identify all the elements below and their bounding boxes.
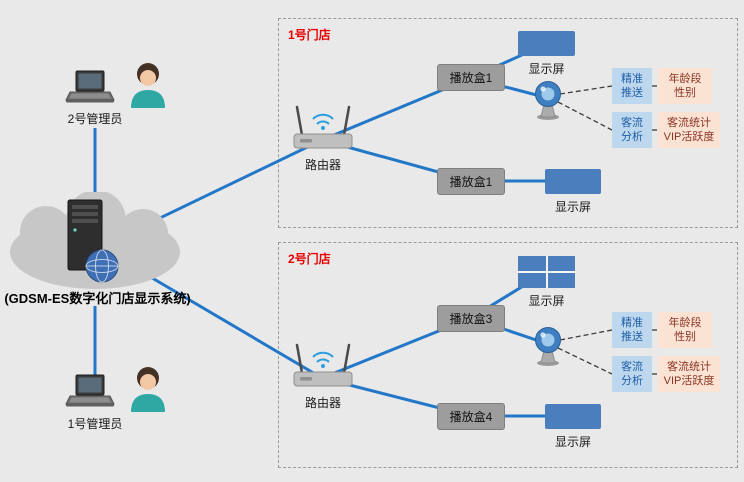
display-label: 显示屏 (554, 200, 591, 214)
flow-result-tag: 客流统计 VIP活跃度 (658, 112, 720, 148)
display-cell (547, 256, 575, 271)
display-cell (518, 256, 546, 271)
camera-icon (531, 326, 565, 366)
display-label: 显示屏 (528, 294, 565, 308)
player-box-1: 播放盒1 (437, 64, 505, 91)
router-label: 路由器 (304, 158, 341, 172)
laptop-icon (64, 70, 116, 110)
player-box-4: 播放盒4 (437, 403, 505, 430)
flow-tag: 客流 分析 (612, 356, 652, 392)
laptop-icon (64, 374, 116, 414)
display-label: 显示屏 (554, 435, 591, 449)
display-video-wall (518, 256, 575, 288)
display-label: 显示屏 (528, 62, 565, 76)
store-1-title: 1号门店 (288, 28, 331, 42)
admin-avatar-icon (128, 366, 168, 412)
player-box-3: 播放盒3 (437, 305, 505, 332)
display-screen (545, 169, 601, 194)
admin-avatar-icon (128, 62, 168, 108)
flow-result-tag: 客流统计 VIP活跃度 (658, 356, 720, 392)
router-label: 路由器 (304, 396, 341, 410)
display-screen (518, 31, 575, 56)
camera-icon (531, 80, 565, 120)
push-tag: 精准 推送 (612, 312, 652, 348)
router-icon (292, 340, 354, 390)
flow-tag: 客流 分析 (612, 112, 652, 148)
admin-label: 2号管理员 (67, 112, 123, 126)
display-cell (518, 273, 546, 288)
push-result-tag: 年龄段 性别 (658, 68, 712, 104)
server-icon (52, 198, 124, 288)
push-result-tag: 年龄段 性别 (658, 312, 712, 348)
store-1-panel (278, 18, 738, 228)
router-icon (292, 102, 354, 152)
push-tag: 精准 推送 (612, 68, 652, 104)
display-cell (547, 273, 575, 288)
system-title: (GDSM-ES数字化门店显示系统) (4, 291, 191, 306)
display-screen (545, 404, 601, 429)
admin-label: 1号管理员 (67, 417, 123, 431)
player-box-2: 播放盒1 (437, 168, 505, 195)
store-2-title: 2号门店 (288, 252, 331, 266)
